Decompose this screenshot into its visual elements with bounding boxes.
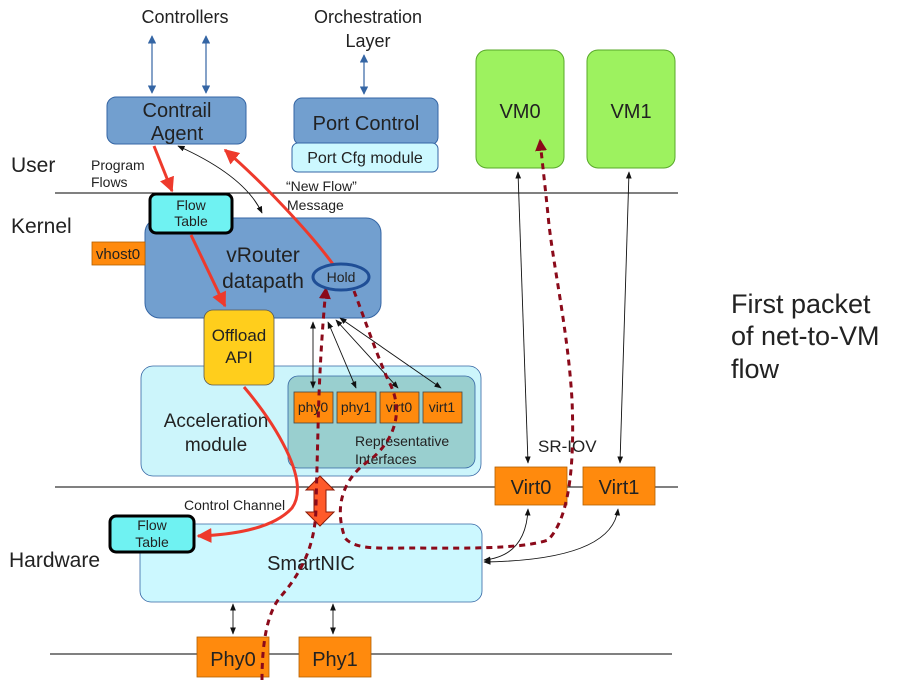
layer-label-kernel: Kernel [11,215,72,238]
offload-api-label-line2: API [225,348,252,367]
orchestration-label-line1: Orchestration [314,7,422,27]
port-cfg-module-box[interactable] [291,142,439,173]
virt1-box[interactable] [582,466,656,506]
first-packet-path-upstream [260,286,331,681]
smartnic-label: SmartNIC [267,553,355,575]
vm0-label: VM0 [499,101,540,123]
virt1-label: Virt1 [599,477,640,499]
vm0-virt0-link [515,171,531,464]
vm1-box[interactable] [586,49,676,169]
port-control-label: Port Control [313,113,420,135]
phy1-box[interactable] [298,636,372,678]
hardware-flow-table-label-line2: Table [135,534,169,550]
hardware-flow-table-label-line1: Flow [137,517,167,533]
caption-line2: of net-to-VM [731,321,880,351]
vm0-box[interactable] [475,49,565,169]
flowtable-to-offload-arrow [189,234,227,308]
new-flow-message-arrow [223,148,337,268]
sriov-label: SR-IOV [538,437,597,456]
rep-virt1-label: virt1 [429,399,456,415]
control-channel-label: Control Channel [184,497,285,513]
layer-label-user: User [11,154,55,177]
layer-label-hardware: Hardware [9,549,100,572]
rep-phy0-label: phy0 [298,399,329,415]
program-flows-label-line1: Program [91,157,145,173]
rep-virt0-box[interactable] [379,391,420,424]
controllers-label: Controllers [141,7,228,27]
first-packet-path-downstream [338,138,575,550]
offload-api-box[interactable] [203,309,275,386]
acceleration-module-label-line1: Acceleration [164,411,269,432]
orchestration-label-line2: Layer [345,31,390,51]
rep-phy1-label: phy1 [341,399,372,415]
phy0-label: Phy0 [210,649,256,671]
port-cfg-module-label: Port Cfg module [307,150,423,167]
rep-phy0-box[interactable] [293,391,334,424]
virt0-label: Virt0 [511,477,552,499]
smartnic-virt1-link [483,508,621,565]
control-channel-arrow [304,475,336,527]
vhost0-box[interactable] [91,241,146,266]
vm1-virt1-link [617,171,632,464]
acceleration-module-label-line2: module [185,435,247,456]
representative-interfaces-label-line1: Representative [355,433,449,449]
vrouter-label-line2: datapath [222,270,304,293]
phy1-label: Phy1 [312,649,358,671]
contrail-agent-label-line1: Contrail [143,100,212,122]
rep-virt0-label: virt0 [386,399,413,415]
vrouter-label-line1: vRouter [226,244,300,267]
new-flow-message-label-line1: “New Flow” [286,178,357,194]
virt0-box[interactable] [494,466,568,506]
vrouter-rep-virt1-link [339,317,442,389]
caption-line3: flow [731,354,780,384]
hold-oval[interactable] [311,262,371,292]
hardware-flow-table-box[interactable] [108,514,196,554]
kernel-flow-table-label-line2: Table [174,213,208,229]
agent-to-vrouter-arrow [177,145,263,214]
contrail-agent-box[interactable] [106,96,247,145]
hold-label: Hold [327,269,356,285]
rep-phy1-box[interactable] [336,391,377,424]
offload-api-label-line1: Offload [212,326,267,345]
phy0-box[interactable] [196,636,270,678]
offload-to-hw-flow-table-arrow [196,386,299,544]
program-flows-arrow [152,145,174,193]
new-flow-message-label-line2: Message [287,197,344,213]
smartnic-virt0-link [483,508,531,563]
smartnic-box[interactable] [139,523,483,603]
program-flows-label-line2: Flows [91,174,128,190]
kernel-flow-table-label-line1: Flow [176,197,206,213]
vm1-label: VM1 [610,101,651,123]
caption-line1: First packet [731,289,871,319]
contrail-agent-label-line2: Agent [151,123,204,145]
representative-interfaces-label-line2: Interfaces [355,451,416,467]
vhost0-label: vhost0 [96,246,140,263]
rep-virt1-box[interactable] [422,391,463,424]
